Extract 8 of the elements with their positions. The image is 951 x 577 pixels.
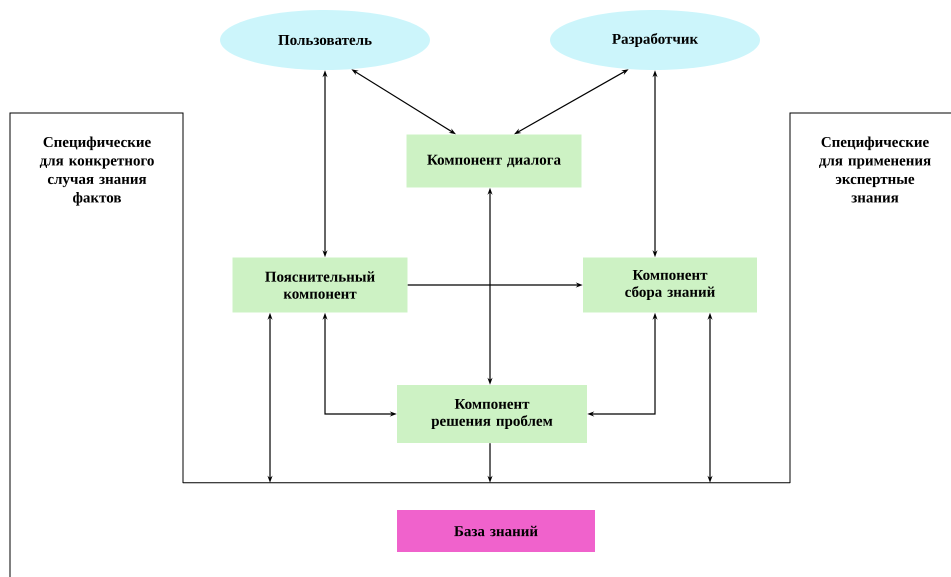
component-box: Компонент сбора знаний — [583, 258, 757, 312]
component-box: Пояснительный компонент — [232, 258, 408, 312]
outline-line — [182, 482, 791, 484]
knowledge-base-box: База знаний — [397, 510, 595, 552]
component-box: Компонент решения проблем — [397, 385, 587, 443]
component-box: Компонент диалога — [406, 134, 582, 188]
side-note: Специфические для применения экспертные знания — [819, 136, 931, 203]
side-note: Специфические для конкретного случая знания фактов — [40, 136, 154, 206]
